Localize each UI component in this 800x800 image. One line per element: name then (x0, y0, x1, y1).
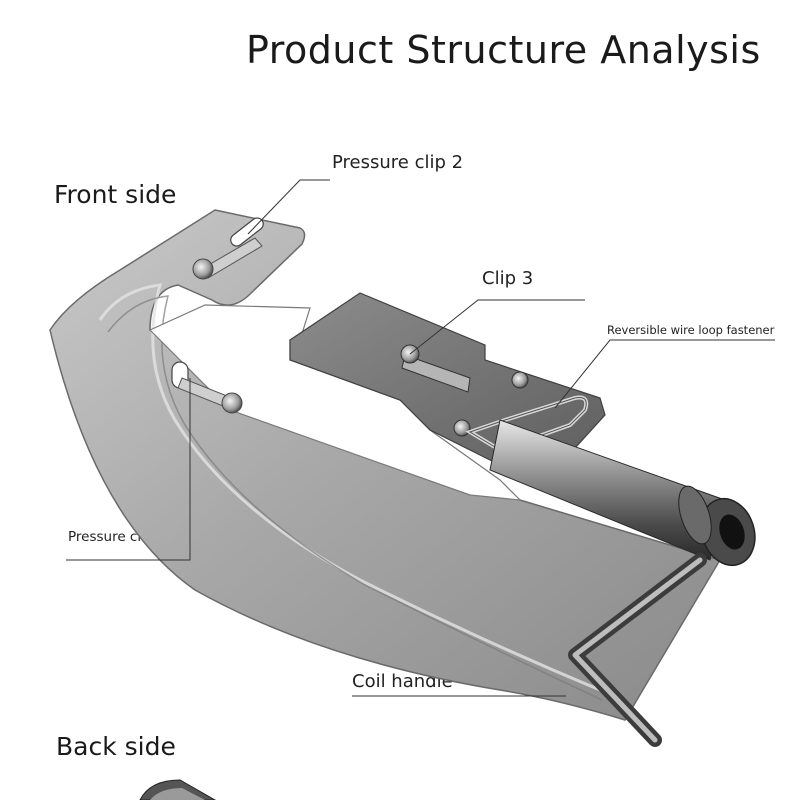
clip-3-tab (401, 354, 471, 393)
coil-handle-rod-highlight (572, 557, 703, 743)
pressure-clip-2-label: Pressure clip 2 (332, 152, 464, 173)
back-side-label: Back side (56, 732, 176, 761)
pressure-clip-1-screw (221, 392, 243, 414)
reversible-fastener-label: Reversible wire loop fastener (607, 323, 775, 337)
front-side-label: Front side (54, 180, 177, 209)
page-title: Product Structure Analysis (246, 28, 761, 72)
leader-clip-3 (409, 299, 585, 355)
back-side-part-highlight (150, 788, 205, 800)
tube-ring (678, 485, 712, 545)
pressure-clip-2-screw (192, 258, 214, 280)
wire-loop-shadow (468, 397, 587, 451)
tube-end-hole (719, 514, 745, 550)
fastener-screw-b (453, 419, 471, 437)
fastener-screw-a (511, 371, 529, 389)
pressure-clip-2-slot (230, 217, 264, 247)
leader-pressure-clip-2 (247, 179, 330, 235)
plate-rim-shadow (107, 295, 603, 701)
clip-3-label: Clip 3 (482, 268, 534, 289)
leader-reversible-fastener (554, 339, 775, 409)
tube-body (489, 419, 726, 561)
leader-pressure-clip-1 (66, 378, 191, 561)
plate-rim (98, 283, 601, 692)
